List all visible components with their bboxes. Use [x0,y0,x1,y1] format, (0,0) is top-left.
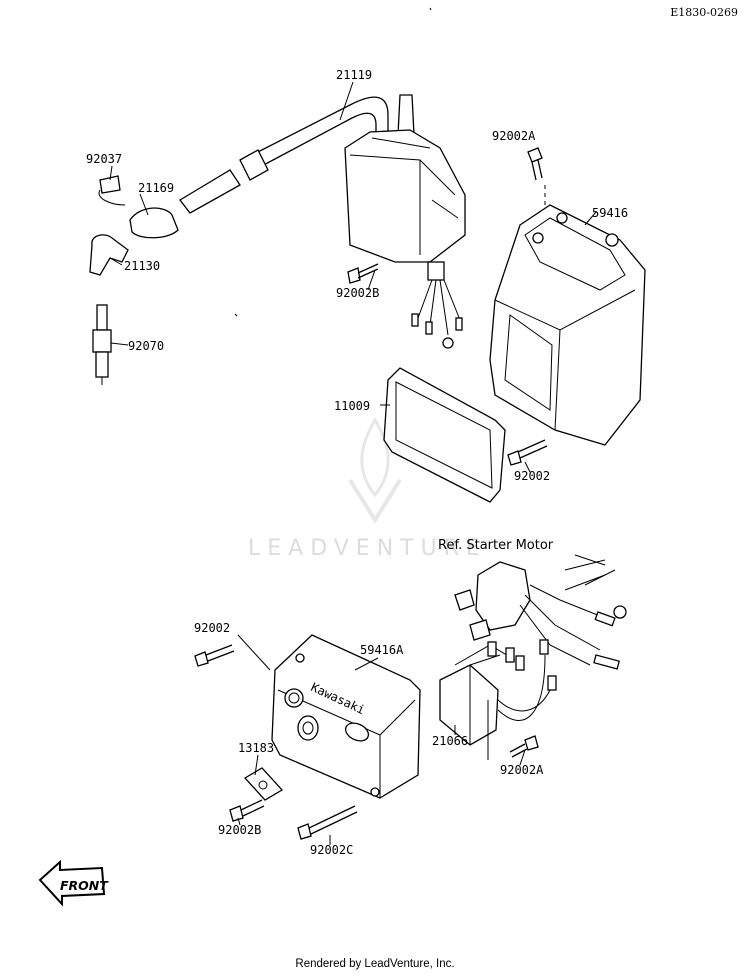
label-92002B-bottom: 92002B [218,823,261,837]
gasket-11009 [383,367,506,503]
label-21130: 21130 [124,259,160,273]
label-59416A: 59416A [360,643,404,657]
clamp-21169 [129,207,179,239]
ignition-coil-21119 [179,94,466,349]
diagram-code: E1830-0269 [670,6,738,19]
leader-lines [109,81,616,845]
label-92002C: 92002C [310,843,353,857]
front-arrow-label: FRONT [60,878,109,893]
plug-cap-21130 [89,234,129,276]
cover-59416 [489,147,646,466]
label-11009: 11009 [334,399,370,413]
label-21066: 21066 [432,734,468,748]
label-92002B-top: 92002B [336,286,379,300]
label-13183: 13183 [238,741,274,755]
label-21169: 21169 [138,181,174,195]
starter-relay-assembly [439,559,627,758]
label-59416: 59416 [592,206,628,220]
label-21119: 21119 [336,68,372,82]
footer-credit: Rendered by LeadVenture, Inc. [295,958,455,970]
label-ref-starter-motor: Ref. Starter Motor [438,538,554,553]
watermark-text: LEADVENTURE [248,536,487,561]
label-92002-left: 92002 [194,621,230,635]
spark-plug-92070 [92,304,112,385]
label-92037: 92037 [86,152,122,166]
cover-59416A: Kawasaki [194,634,421,840]
label-92070: 92070 [128,339,164,353]
label-92002-right: 92002 [514,469,550,483]
front-arrow-icon [38,859,106,907]
label-92002A-bottom: 92002A [500,763,544,777]
label-92002A-top: 92002A [492,129,536,143]
clip-92037 [99,175,121,194]
